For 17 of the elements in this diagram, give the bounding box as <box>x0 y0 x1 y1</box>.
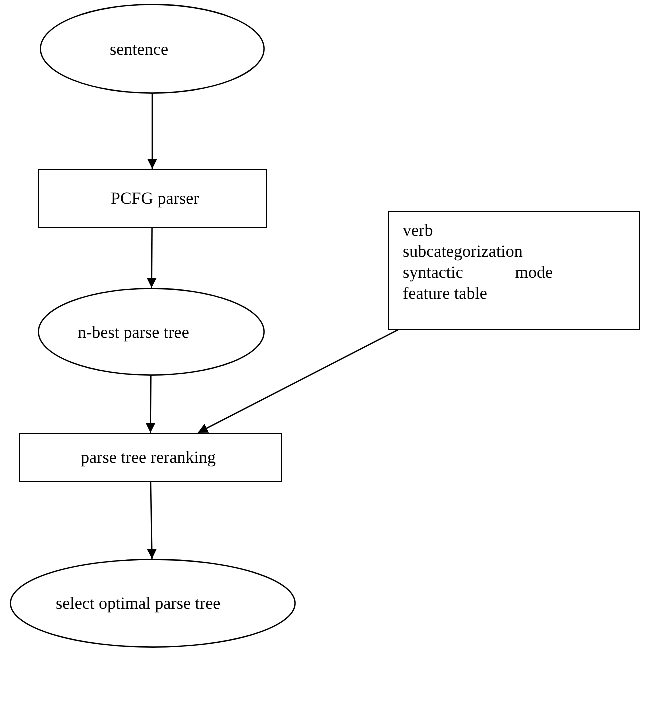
arrow <box>146 376 156 433</box>
node-label: sentence <box>110 38 170 60</box>
process-box <box>388 211 640 330</box>
ellipse-node <box>40 4 265 94</box>
ellipse-node <box>38 288 265 376</box>
node-label: verb subcategorization syntactic mode feature table <box>403 220 553 304</box>
process-box <box>38 169 267 228</box>
arrow <box>147 482 158 560</box>
arrow <box>146 228 157 288</box>
node-label: PCFG parser <box>111 188 200 209</box>
node-label: parse tree reranking <box>81 447 217 468</box>
node-label: n-best parse tree <box>78 322 190 342</box>
arrow <box>198 329 399 434</box>
ellipse-node <box>10 559 296 648</box>
process-box <box>19 433 282 482</box>
arrow <box>148 94 158 169</box>
node-label: select optimal parse tree <box>56 593 222 614</box>
